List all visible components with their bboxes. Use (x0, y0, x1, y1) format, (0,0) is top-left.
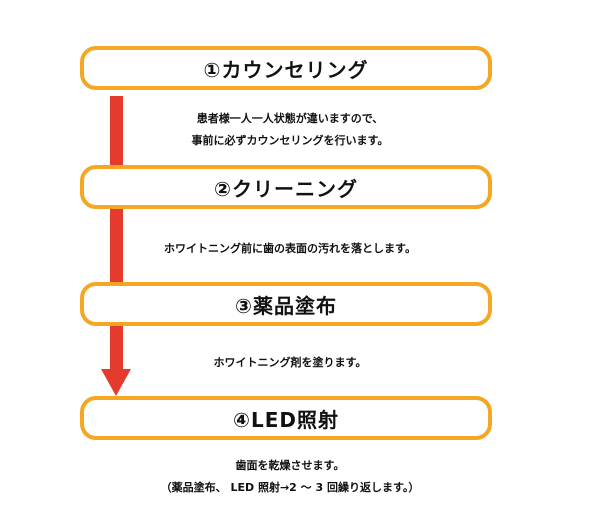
description-line: 患者様一人一人状態が違いますので、 (196, 112, 384, 125)
description-line: ホワイトニング剤を塗ります。 (213, 356, 367, 369)
step-application-title: ③薬品塗布 (235, 293, 337, 318)
step-counseling-box: ①カウンセリング (80, 46, 492, 90)
step-led-title: ④LED照射 (233, 407, 339, 432)
step-cleaning-title: ②クリーニング (214, 176, 358, 201)
description-line: 歯面を乾燥させます。 (235, 459, 345, 472)
step-cleaning-box: ②クリーニング (80, 165, 492, 209)
description-line: 事前に必ずカウンセリングを行います。 (191, 134, 389, 147)
step-counseling-description: 患者様一人一人状態が違いますので、 事前に必ずカウンセリングを行います。 (80, 108, 500, 152)
description-line: ホワイトニング前に歯の表面の汚れを落とします。 (164, 242, 416, 255)
arrow-head (101, 369, 131, 396)
step-counseling-title: ①カウンセリング (203, 57, 369, 82)
description-line: （薬品塗布、 LED 照射→2 ～ 3 回繰り返します。） (160, 481, 420, 494)
step-led-box: ④LED照射 (80, 396, 492, 440)
step-cleaning-description: ホワイトニング前に歯の表面の汚れを落とします。 (80, 238, 500, 260)
step-application-description: ホワイトニング剤を塗ります。 (80, 352, 500, 374)
step-application-box: ③薬品塗布 (80, 282, 492, 326)
step-led-description: 歯面を乾燥させます。 （薬品塗布、 LED 照射→2 ～ 3 回繰り返します。） (80, 455, 500, 499)
